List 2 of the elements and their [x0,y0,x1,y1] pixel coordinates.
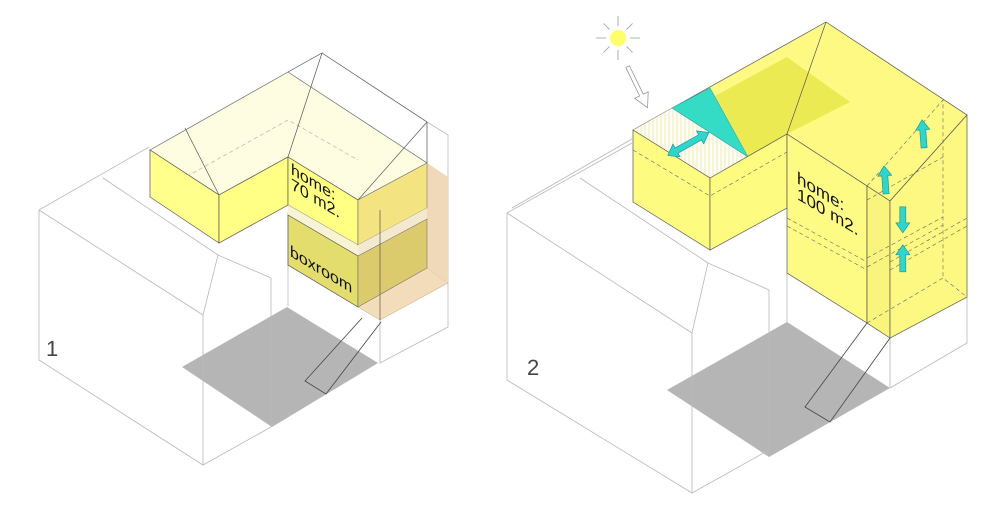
figure-number: 1 [46,338,60,360]
figure-number: 2 [527,357,540,379]
